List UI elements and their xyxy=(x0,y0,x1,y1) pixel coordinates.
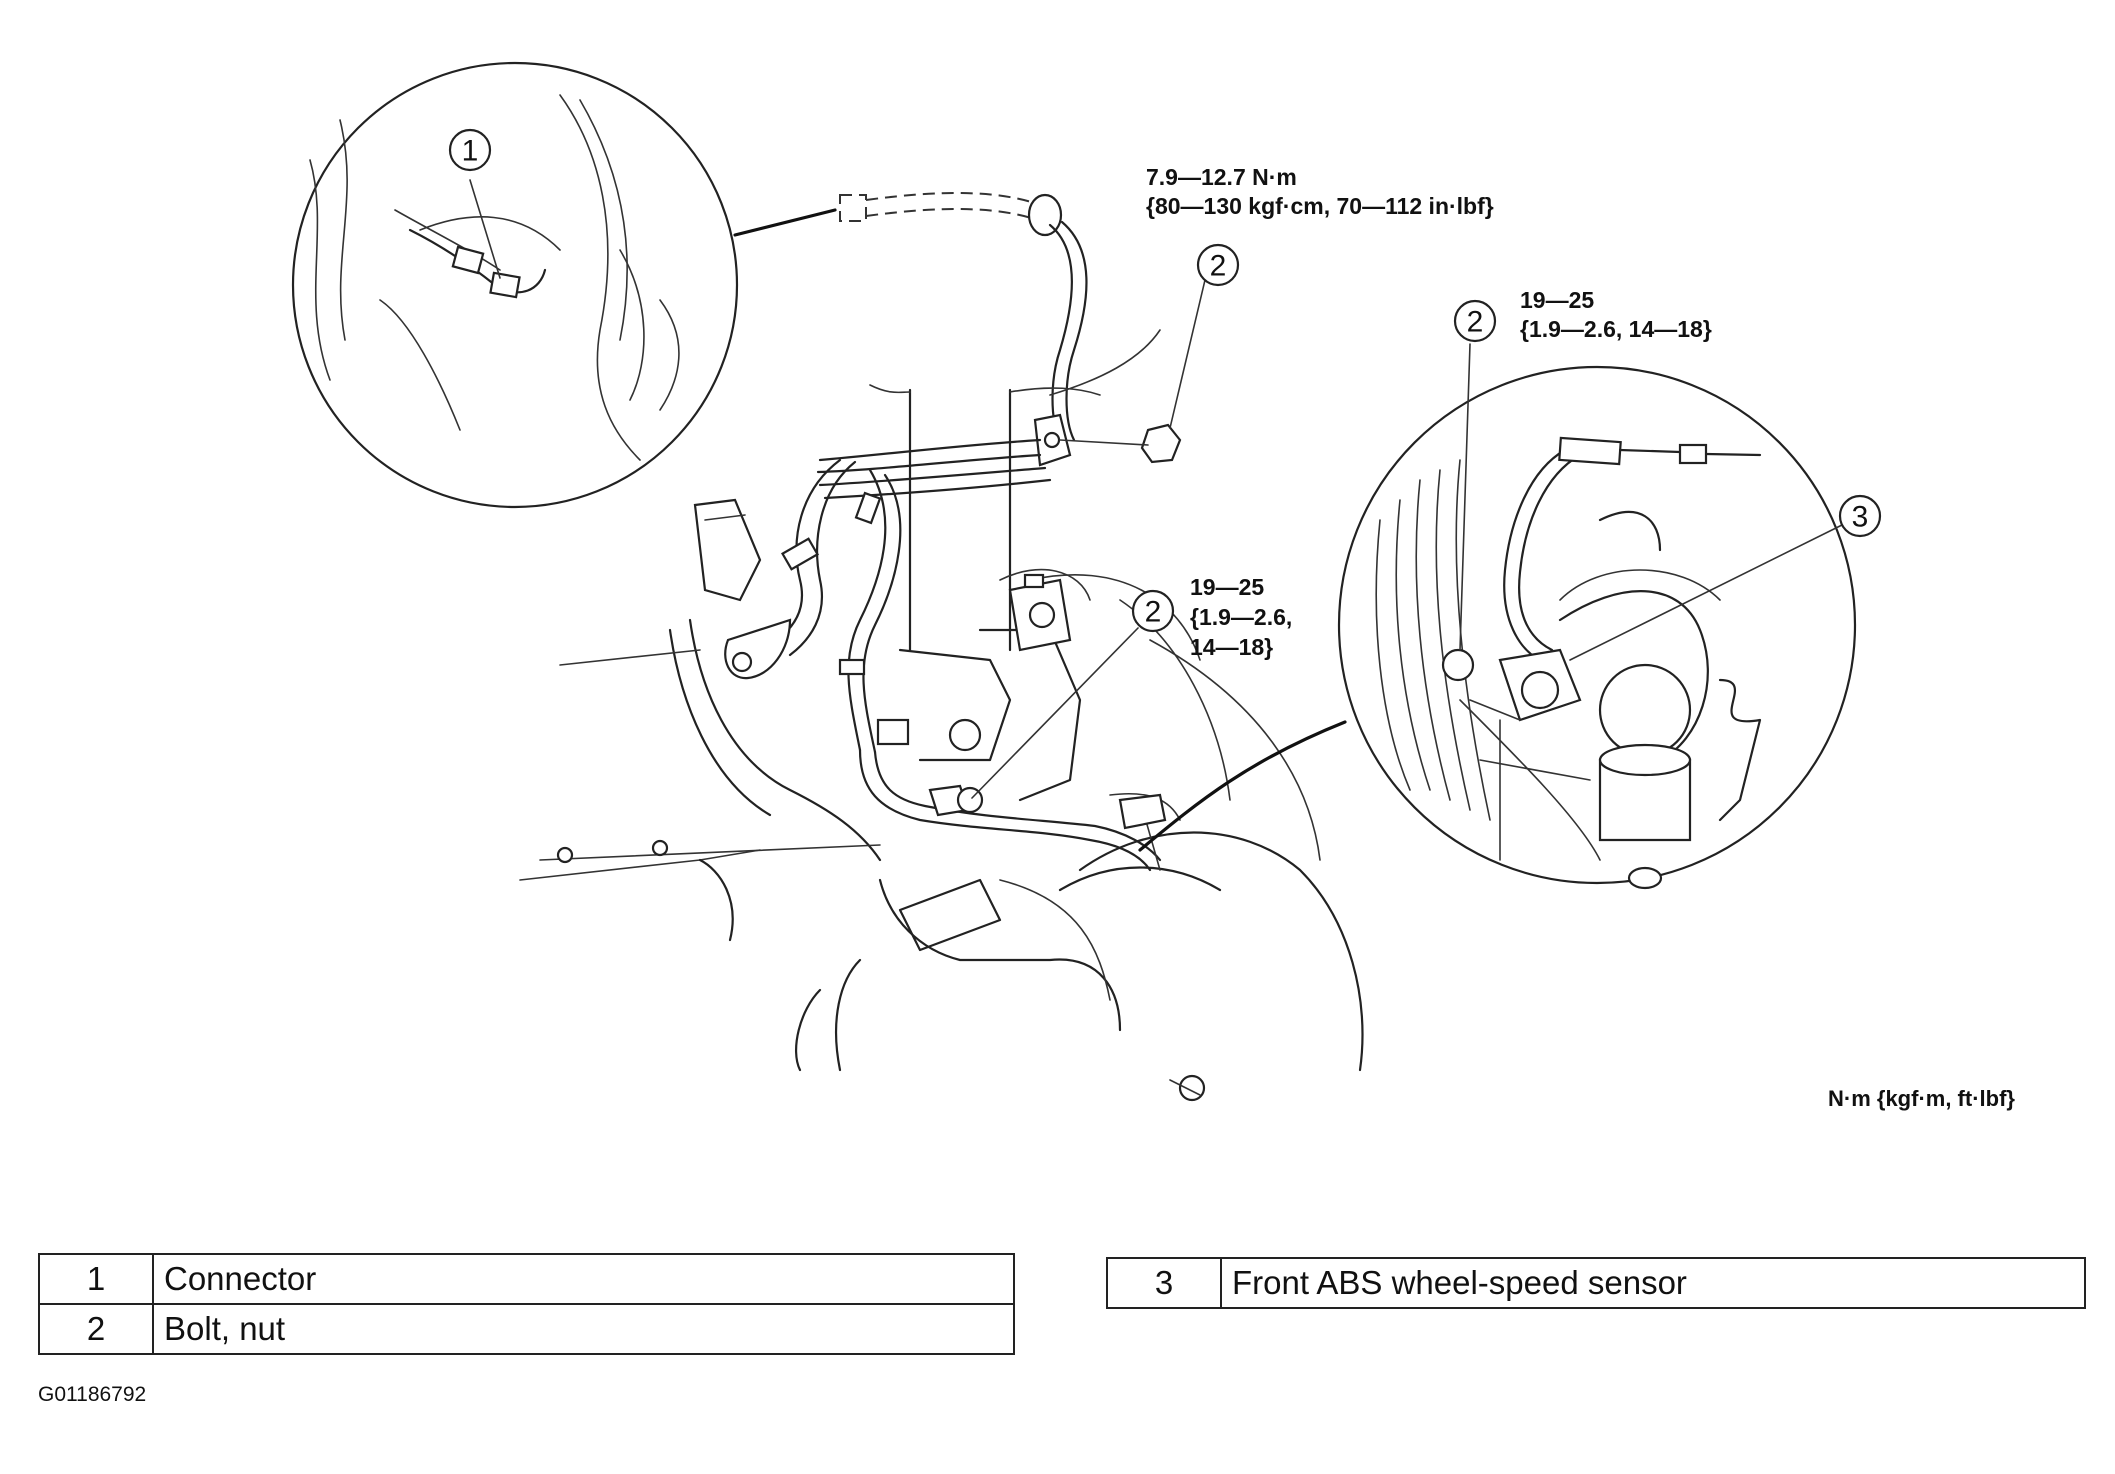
svg-text:2: 2 xyxy=(1210,250,1227,283)
svg-text:19—25: 19—25 xyxy=(1190,574,1264,600)
legend-number: 1 xyxy=(38,1253,154,1305)
strut-assembly-drawing xyxy=(519,193,1364,1102)
legend-label: Front ABS wheel-speed sensor xyxy=(1220,1257,2086,1309)
svg-text:7.9—12.7 N·m: 7.9—12.7 N·m xyxy=(1146,164,1297,190)
callout-2-sensor-bolt: 2 xyxy=(1453,299,1497,651)
svg-text:19—25: 19—25 xyxy=(1520,287,1594,313)
connector-half-b xyxy=(489,271,521,299)
top-nut xyxy=(1059,279,1206,464)
torque-spec-bracket-bolt: 19—25 {1.9—2.6, 14—18} xyxy=(1190,574,1292,660)
svg-text:14—18}: 14—18} xyxy=(1190,634,1273,660)
legend-table-left: 1 Connector 2 Bolt, nut xyxy=(38,1253,1015,1355)
svg-text:1: 1 xyxy=(462,135,479,168)
legend-label: Connector xyxy=(152,1253,1015,1305)
callout-2-top: 2 xyxy=(1196,243,1240,287)
connector-half-a xyxy=(451,245,485,275)
connector-detail-inset xyxy=(291,61,739,509)
legend-table-right: 3 Front ABS wheel-speed sensor xyxy=(1106,1257,2086,1309)
svg-text:{1.9—2.6,: {1.9—2.6, xyxy=(1190,604,1292,630)
legend-row: 2 Bolt, nut xyxy=(38,1303,1015,1355)
svg-text:2: 2 xyxy=(1145,596,1162,629)
callout-3: 3 xyxy=(1569,494,1882,661)
svg-text:{1.9—2.6, 14—18}: {1.9—2.6, 14—18} xyxy=(1520,316,1712,342)
legend-row: 1 Connector xyxy=(38,1253,1015,1305)
figure-id: G01186792 xyxy=(38,1383,147,1406)
legend-number: 3 xyxy=(1106,1257,1222,1309)
legend-number: 2 xyxy=(38,1303,154,1355)
legend-row: 3 Front ABS wheel-speed sensor xyxy=(1106,1257,2086,1309)
legend-label: Bolt, nut xyxy=(152,1303,1015,1355)
torque-spec-sensor-bolt: 19—25 {1.9—2.6, 14—18} xyxy=(1520,287,1712,342)
svg-text:3: 3 xyxy=(1852,501,1869,534)
units-note: N·m {kgf·m, ft·lbf} xyxy=(1828,1086,2015,1111)
svg-text:2: 2 xyxy=(1467,306,1484,339)
torque-spec-harness-bracket: 7.9—12.7 N·m {80—130 kgf·cm, 70—112 in·l… xyxy=(1146,164,1494,219)
svg-text:{80—130 kgf·cm, 70—112 in·lbf}: {80—130 kgf·cm, 70—112 in·lbf} xyxy=(1146,193,1494,219)
harness-dashed-route xyxy=(839,192,1041,222)
callout-2-bracket: 2 xyxy=(971,589,1175,799)
sensor-detail-inset xyxy=(1337,365,1857,890)
callout-1: 1 xyxy=(448,128,492,172)
